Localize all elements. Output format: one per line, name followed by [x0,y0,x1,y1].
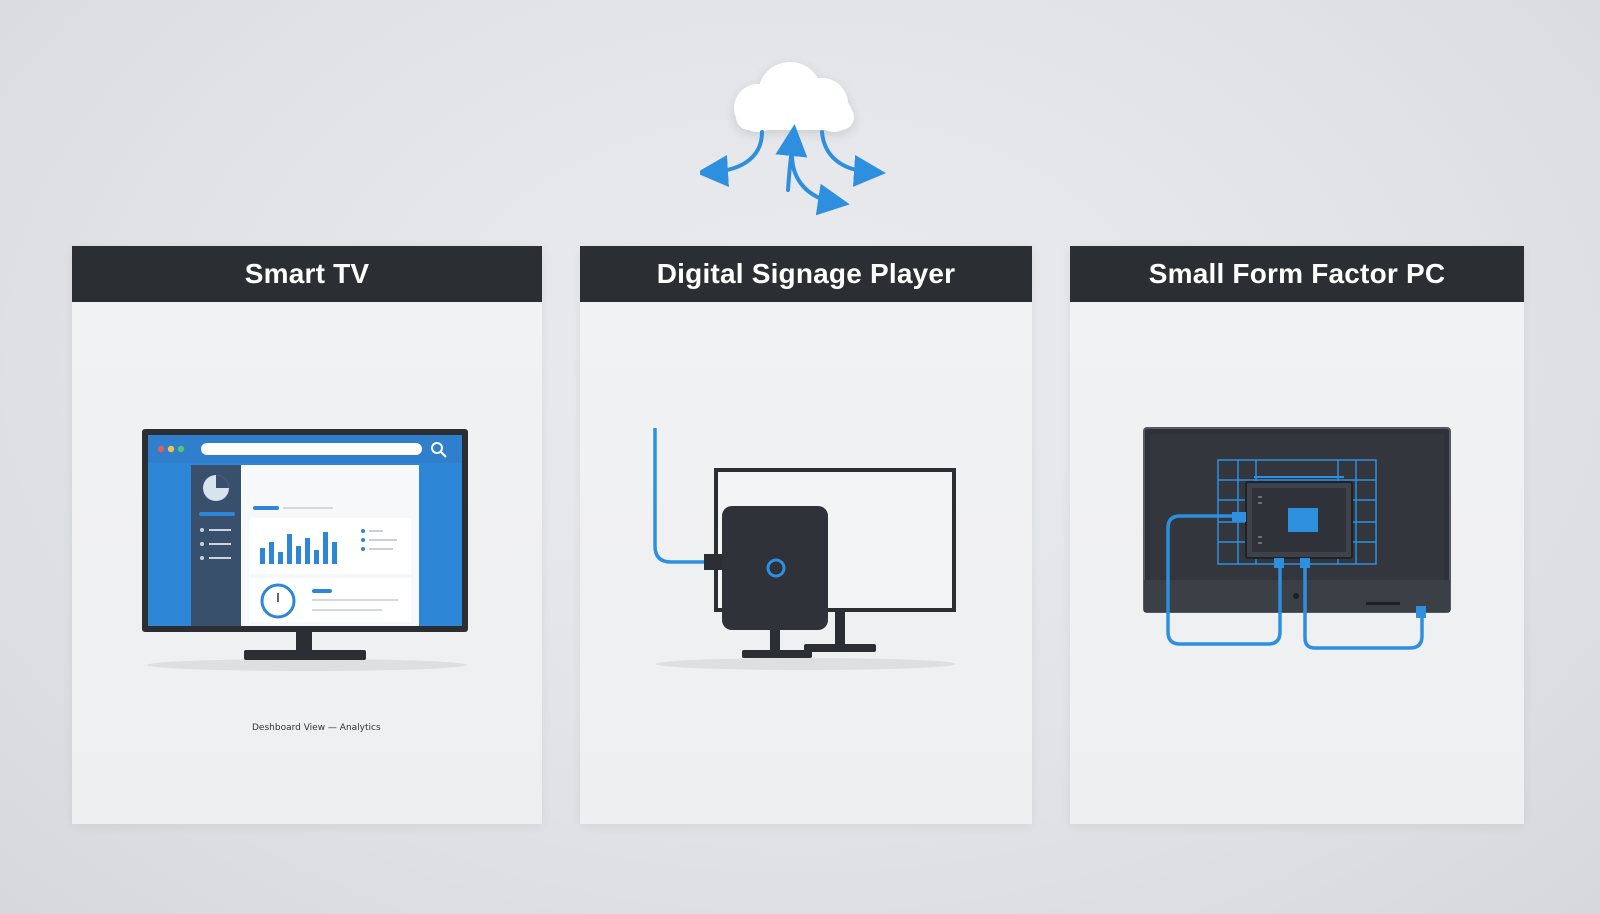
clock-icon [260,583,296,619]
panel-title: Small Form Factor PC [1070,246,1524,302]
dashboard-title: Deshboard View — Analytics [252,723,381,733]
small-form-factor-pc-panel: Small Form Factor PC [1070,246,1524,824]
sff-pc-illustration [1070,302,1524,824]
smart-tv-illustration: Deshboard View — Analytics [72,302,542,824]
cloud-sync-graphic [696,40,900,220]
smart-tv-panel: Smart TV [72,246,542,824]
panel-title: Smart TV [72,246,542,302]
panel-title: Digital Signage Player [580,246,1032,302]
cloud-icon [696,62,886,216]
pie-chart-icon [203,475,229,501]
search-icon [431,442,447,458]
signage-player-illustration [580,302,1032,824]
digital-signage-panel: Digital Signage Player [580,246,1032,824]
sync-arrows-icon [696,124,886,216]
